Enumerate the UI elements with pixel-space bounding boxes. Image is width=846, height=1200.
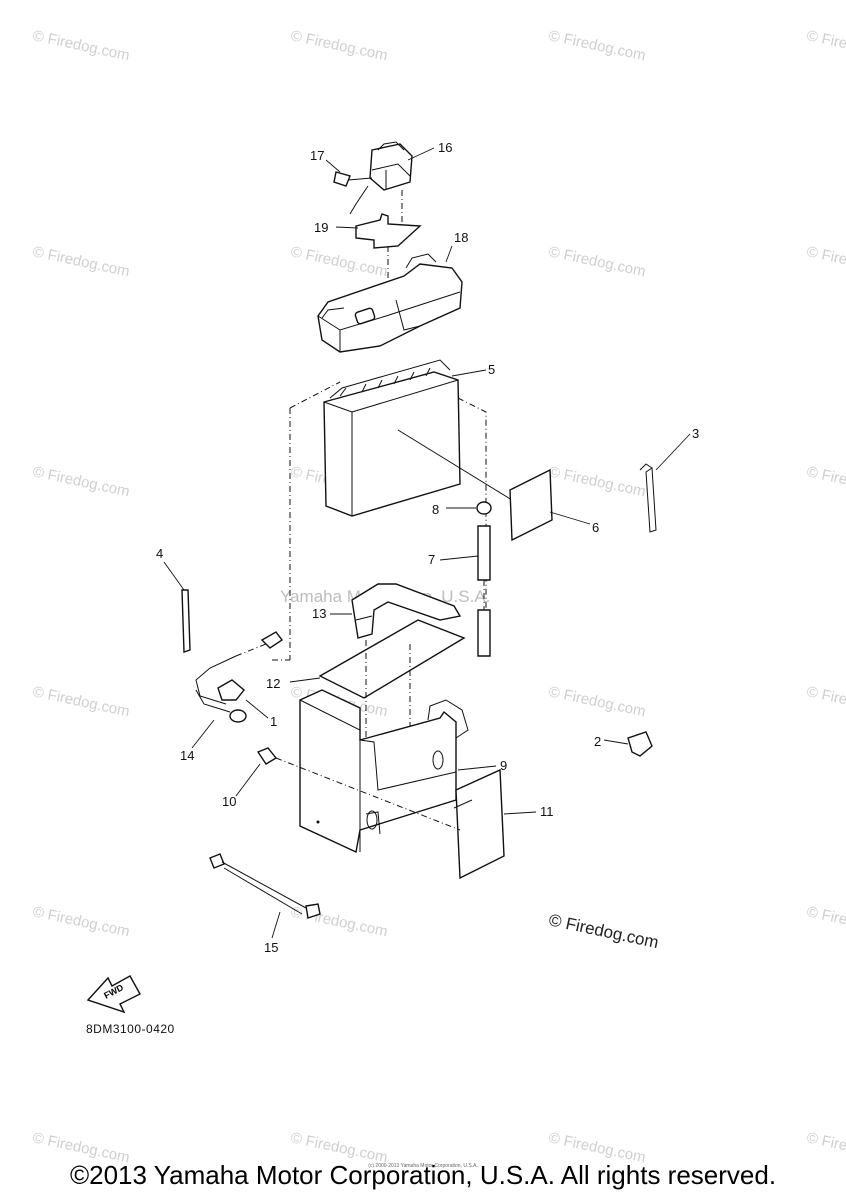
watermark: © Firedog.com: [805, 903, 846, 940]
part-7-hose: [477, 525, 491, 657]
callout-19: 19: [314, 220, 328, 235]
part-15-lead: [209, 853, 321, 919]
watermark: © Firedog.com: [805, 683, 846, 720]
watermark: © Firedog.com: [547, 243, 647, 280]
part-13-strap: [351, 583, 462, 639]
callout-15: 15: [264, 940, 278, 955]
watermark: © Firedog.com: [31, 463, 131, 500]
part-11-plate: [455, 768, 505, 880]
callout-12: 12: [266, 676, 280, 691]
watermark: © Firedog.com: [289, 243, 389, 280]
part-12-pad: [318, 619, 466, 699]
callout-13: 13: [312, 606, 326, 621]
callout-4: 4: [156, 546, 163, 561]
callout-5: 5: [488, 362, 495, 377]
callout-11: 11: [540, 804, 554, 819]
leader-lines: [163, 147, 691, 939]
watermark: © Firedog.com: [547, 27, 647, 64]
callout-18: 18: [454, 230, 468, 245]
callout-16: 16: [438, 140, 452, 155]
part-6-pad: [509, 468, 553, 542]
callout-9: 9: [500, 758, 507, 773]
watermark: © Firedog.com: [805, 463, 846, 500]
part-8-band: [476, 501, 492, 515]
footer-copyright: ©2013 Yamaha Motor Corporation, U.S.A. A…: [69, 1160, 777, 1190]
battery-outline-line: [457, 397, 487, 650]
watermark: © Firedog.com: [289, 27, 389, 64]
part-16-lead-wire: [349, 185, 369, 215]
part-3-clip: [639, 463, 657, 533]
part-16-relay: [369, 141, 413, 191]
watermark: © Firedog.com: [31, 243, 131, 280]
battery-outline-line: [289, 381, 341, 409]
part-1-terminal-cover: [217, 679, 245, 701]
brand-watermark: © Firedog.com: [547, 910, 660, 952]
watermark: © Firedog.com: [289, 903, 389, 940]
watermark: © Firedog.com: [805, 243, 846, 280]
part-17-bolt: [333, 171, 373, 187]
watermark: © Firedog.com: [547, 683, 647, 720]
part-14-cable: [195, 631, 284, 723]
callout-8: 8: [432, 502, 439, 517]
callout-17: 17: [310, 148, 324, 163]
part-18-battery-cover: [317, 253, 463, 353]
part-5-battery: [323, 359, 461, 517]
watermark: © Firedog.com: [31, 903, 131, 940]
part-6-guide-line: [397, 429, 513, 501]
watermark: © Firedog.com: [547, 463, 647, 500]
callout-7: 7: [428, 552, 435, 567]
fwd-arrow-icon: FWD: [86, 975, 141, 1014]
watermark: © Firedog.com: [805, 27, 846, 64]
callout-10: 10: [222, 794, 236, 809]
part-9-battery-box: [299, 689, 469, 854]
callout-1: 1: [270, 714, 277, 729]
watermark: © Firedog.com: [31, 683, 131, 720]
part-11-edge: [453, 799, 473, 809]
callout-6: 6: [592, 520, 599, 535]
callout-3: 3: [692, 426, 699, 441]
part-10-bolt: [256, 747, 461, 831]
drawing-code: 8DM3100-0420: [86, 1022, 175, 1036]
footer-small-print: (c) 2000-2013 Yamaha Motor Corporation, …: [368, 1163, 478, 1169]
part-2-clamp: [627, 731, 653, 757]
watermark: © Firedog.com: [31, 27, 131, 64]
callout-2: 2: [594, 734, 601, 749]
part-4-rod: [181, 589, 191, 653]
part-19-bracket: [355, 190, 422, 290]
callout-14: 14: [180, 748, 194, 763]
